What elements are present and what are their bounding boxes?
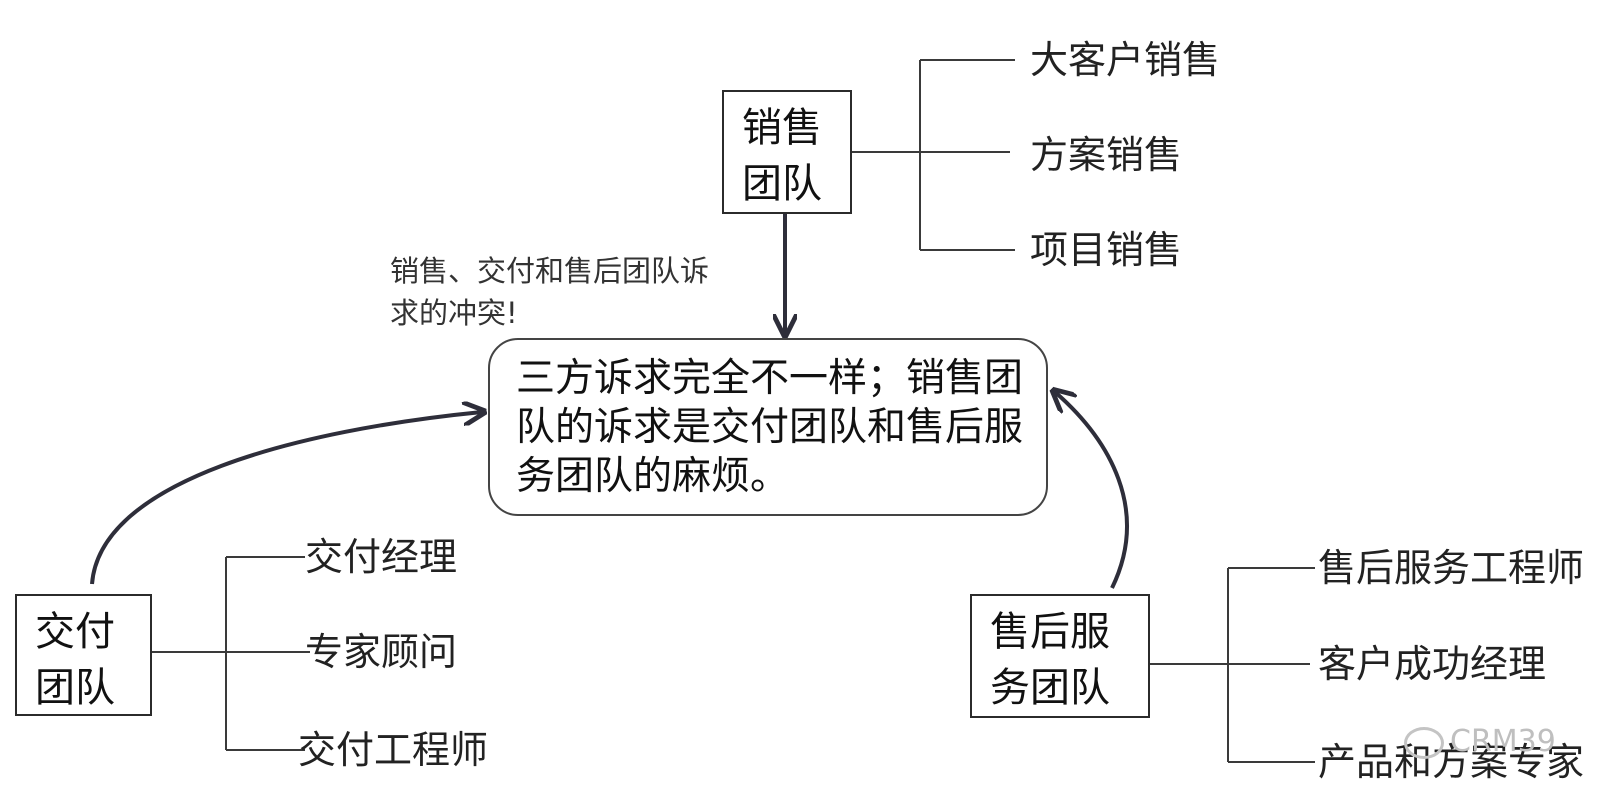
conflict-note: 销售、交付和售后团队诉 求的冲突! xyxy=(390,250,709,334)
delivery-member-engineer: 交付工程师 xyxy=(298,728,489,772)
conflict-note-line1: 销售、交付和售后团队诉 xyxy=(390,254,710,288)
sales-team-box: 销售 团队 xyxy=(722,90,852,214)
watermark-text: CRM39 xyxy=(1450,724,1556,759)
center-statement-line1: 三方诉求完全不一样；销售团 xyxy=(516,356,1024,401)
service-to-center-arrow xyxy=(1055,392,1129,589)
delivery-member-consultant: 专家顾问 xyxy=(305,630,458,674)
sales-member-key-account: 大客户销售 xyxy=(1030,38,1221,82)
sales-team-label-line1: 销售 xyxy=(742,105,822,151)
sales-member-solution: 方案销售 xyxy=(1030,133,1183,177)
wechat-icon xyxy=(1404,726,1444,759)
delivery-member-manager: 交付经理 xyxy=(305,535,458,579)
delivery-team-label-line2: 团队 xyxy=(35,665,115,711)
watermark: CRM39 xyxy=(1404,724,1556,759)
center-statement-box: 三方诉求完全不一样；销售团 队的诉求是交付团队和售后服 务团队的麻烦。 xyxy=(488,338,1048,516)
delivery-to-center-arrow xyxy=(90,412,482,585)
service-member-engineer: 售后服务工程师 xyxy=(1318,546,1585,590)
delivery-team-label-line1: 交付 xyxy=(35,609,115,655)
center-statement-line3: 务团队的麻烦。 xyxy=(516,454,790,499)
service-team-label-line2: 务团队 xyxy=(990,665,1110,711)
service-team-box: 售后服 务团队 xyxy=(970,594,1150,718)
sales-member-project: 项目销售 xyxy=(1030,228,1183,272)
sales-team-label-line2: 团队 xyxy=(742,161,822,207)
conflict-note-line2: 求的冲突! xyxy=(390,296,518,330)
service-member-success-manager: 客户成功经理 xyxy=(1318,642,1547,686)
delivery-team-box: 交付 团队 xyxy=(15,594,152,716)
service-member-specialist: 产品和方案专家 xyxy=(1318,740,1585,784)
service-team-label-line1: 售后服 xyxy=(990,609,1110,655)
center-statement-line2: 队的诉求是交付团队和售后服 xyxy=(516,405,1024,450)
